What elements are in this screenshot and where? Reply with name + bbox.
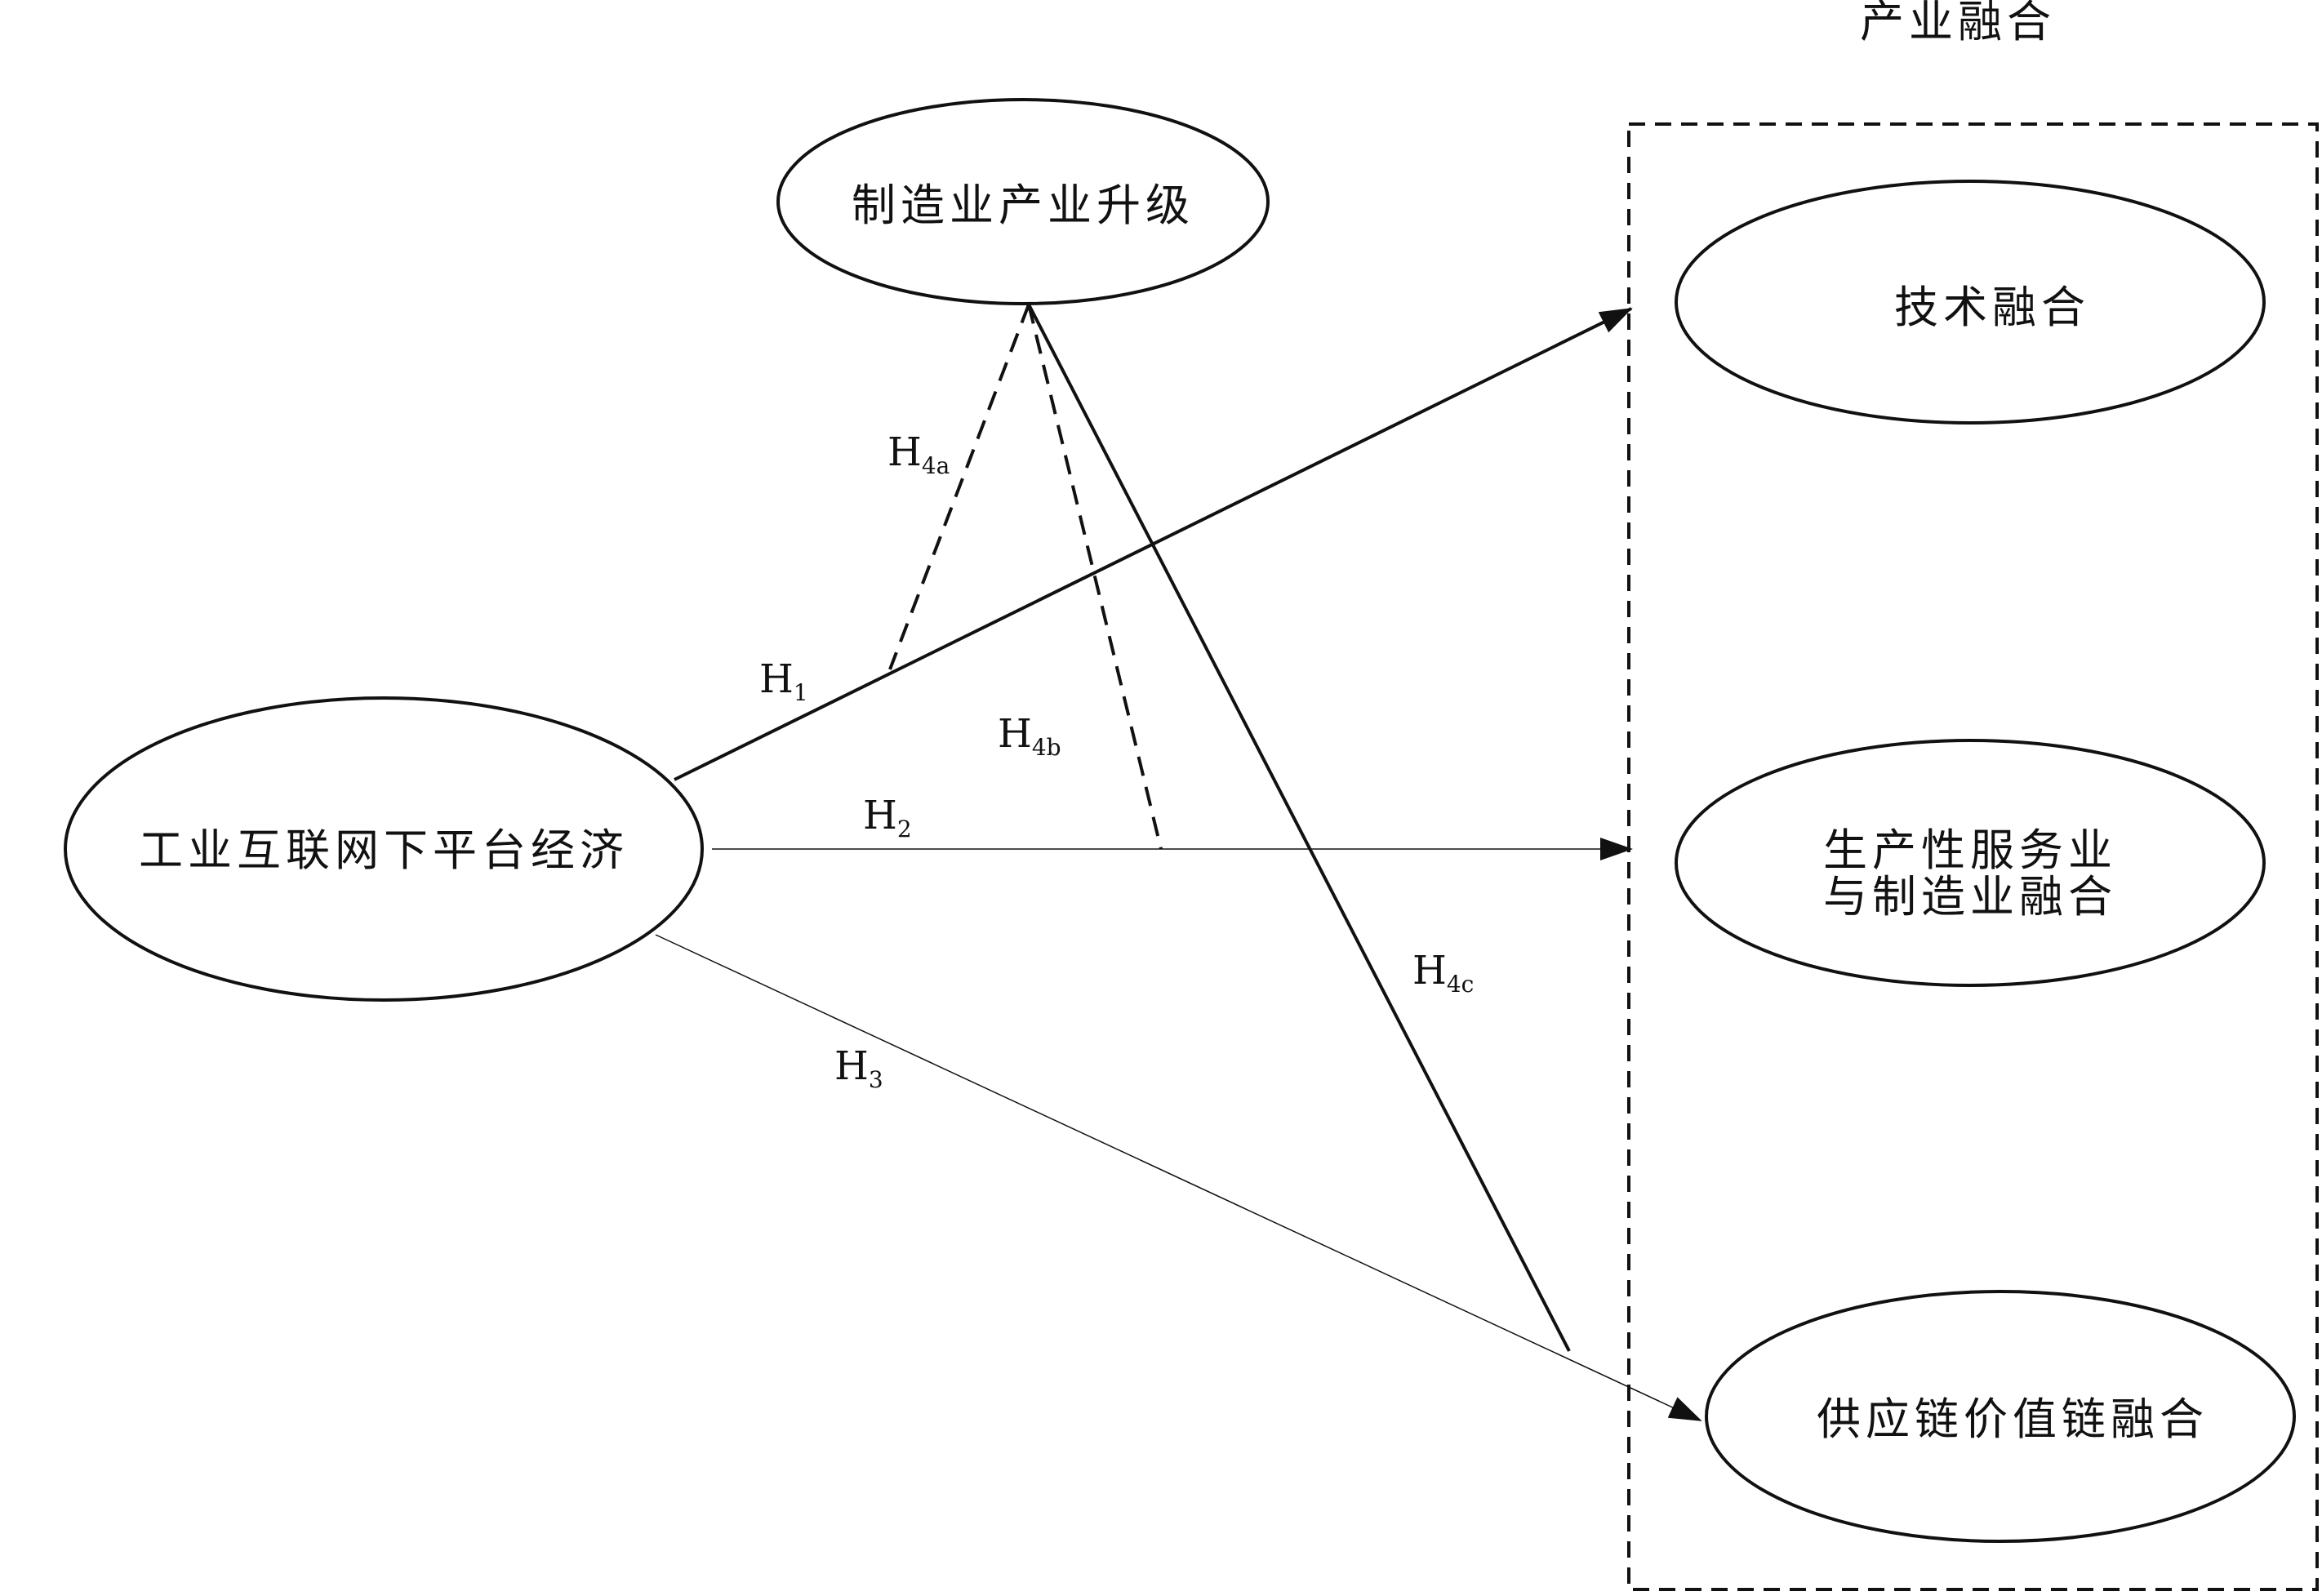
supply-chain-fusion-label: 供应链价值链融合 [1817, 1394, 2209, 1445]
h3-label: H3 [834, 1043, 883, 1093]
supply-chain-fusion-node [1705, 1290, 2296, 1543]
h4a-dashed-line [888, 304, 1030, 670]
h4b-dashed-line [1027, 304, 1163, 850]
h4c-solid-line [1027, 304, 1571, 1352]
group-title: 产业融合 [1860, 0, 2056, 47]
service-fusion-label-line1: 生产性服务业 [1823, 825, 2117, 876]
platform-economy-label: 工业互联网下平台经济 [139, 825, 629, 876]
manufacturing-upgrade-label: 制造业产业升级 [852, 180, 1194, 231]
h4a-label: H4a [887, 429, 950, 479]
service-fusion-label-line2: 与制造业融合 [1823, 871, 2117, 922]
h4c-label: H4c [1412, 948, 1474, 998]
h4b-label: H4b [998, 711, 1061, 761]
tech-fusion-node [1675, 180, 2266, 425]
industry-fusion-group-box [1627, 122, 2319, 1591]
tech-fusion-label: 技术融合 [1894, 282, 2090, 333]
service-fusion-node [1675, 739, 2266, 987]
h3-arrow [655, 934, 1702, 1421]
manufacturing-upgrade-node [776, 98, 1270, 305]
h2-label: H2 [863, 793, 912, 842]
h1-label: H1 [759, 656, 808, 706]
platform-economy-node [64, 696, 704, 1002]
